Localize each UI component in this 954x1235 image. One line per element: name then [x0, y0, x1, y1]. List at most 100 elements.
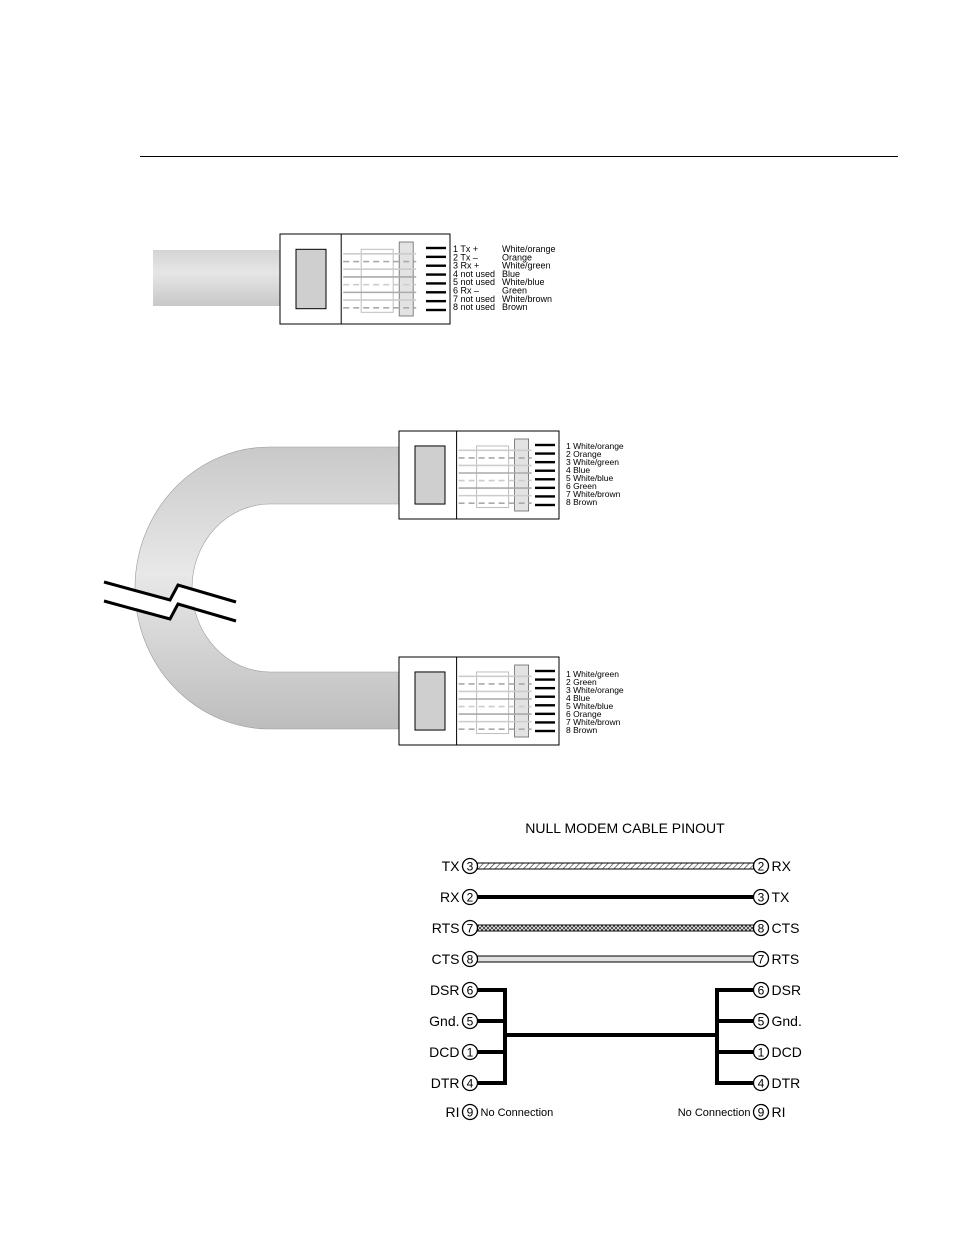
left-ri-pin	[461, 1103, 479, 1121]
right-pin	[752, 1012, 770, 1030]
pin-wire-color: 4 Blue	[566, 693, 590, 703]
contact-pin	[535, 486, 555, 490]
pin-wire-color: 7 White/brown	[566, 717, 621, 727]
rj45-connector-top	[398, 430, 560, 520]
pin-wire-color: 4 Blue	[566, 465, 590, 475]
pin-wire-color: White/orange	[502, 244, 556, 254]
left-pin-number: 6	[467, 984, 474, 998]
contact-pin	[535, 686, 555, 690]
contact-block	[514, 664, 529, 738]
contact-pin	[535, 478, 555, 481]
right-pin-number: 3	[758, 891, 765, 905]
right-signal-label: RX	[772, 858, 792, 874]
pin-signal: 8 not used	[453, 302, 495, 312]
pin-wire-color: Green	[502, 286, 527, 296]
contact-pin	[535, 452, 555, 455]
wire-guide	[476, 445, 510, 509]
pin-wire-color: 5 White/blue	[566, 701, 614, 711]
pin-wire-color: 2 Orange	[566, 449, 602, 459]
right-pin	[752, 950, 770, 968]
pin-signal: 6 Rx –	[453, 286, 479, 296]
wire-hatched	[477, 862, 754, 870]
break-symbol	[103, 580, 237, 623]
contact-block	[514, 438, 529, 512]
left-pin-number: 1	[467, 1046, 474, 1060]
pin-signal: 7 not used	[453, 294, 495, 304]
right-signal-label: CTS	[772, 920, 800, 936]
pin-wire-color: 6 Green	[566, 481, 597, 491]
latch-tab	[414, 445, 446, 505]
wire-guide	[476, 671, 510, 735]
contact-pin	[426, 291, 446, 294]
right-signal-label: DSR	[772, 982, 802, 998]
contact-pin	[535, 704, 555, 707]
left-signal-label: Gnd.	[429, 1013, 459, 1029]
contact-pin	[426, 308, 446, 312]
contact-pin	[535, 729, 555, 733]
left-pin-number: 2	[467, 891, 474, 905]
right-signal-label: DTR	[772, 1075, 801, 1091]
right-signal-label: DCD	[772, 1044, 802, 1060]
left-pin	[461, 1043, 479, 1061]
left-pin-number: 3	[467, 860, 474, 874]
left-pin-number: 5	[467, 1015, 474, 1029]
latch-tab	[295, 248, 327, 310]
right-ri-pin-number: 9	[758, 1106, 765, 1120]
right-pin-number: 5	[758, 1015, 765, 1029]
left-pin-number: 7	[467, 922, 474, 936]
pin-wire-color: 3 White/green	[566, 457, 619, 467]
left-pin	[461, 1074, 479, 1092]
right-pin-number: 1	[758, 1046, 765, 1060]
left-signal-label: RX	[440, 889, 460, 905]
latch-tab	[414, 671, 446, 731]
contact-pin	[426, 273, 446, 276]
left-pin-number: 4	[467, 1077, 474, 1091]
right-pin	[752, 981, 770, 999]
contact-pin	[535, 443, 555, 447]
contact-pin	[535, 669, 555, 673]
pin-wire-color: 7 White/brown	[566, 489, 621, 499]
right-pin	[752, 919, 770, 937]
contact-pin	[535, 712, 555, 716]
contact-pin	[426, 282, 446, 285]
right-ri-label: RI	[772, 1104, 786, 1120]
contact-block	[398, 241, 414, 317]
left-signal-label: DSR	[430, 982, 460, 998]
left-signal-label: DTR	[431, 1075, 460, 1091]
contact-pin	[535, 678, 555, 681]
contact-pin	[426, 246, 446, 250]
right-pin	[752, 857, 770, 875]
left-pin	[461, 919, 479, 937]
left-ri-pin-number: 9	[467, 1106, 474, 1120]
pin-wire-color: 8 Brown	[566, 497, 597, 507]
pin-wire-color: 1 White/orange	[566, 441, 624, 451]
looped-cable	[134, 446, 401, 730]
pin-wire-color: 5 White/blue	[566, 473, 614, 483]
pin-wire-color: 6 Orange	[566, 709, 602, 719]
left-signal-label: TX	[442, 858, 461, 874]
right-pin	[752, 888, 770, 906]
right-pin	[752, 1074, 770, 1092]
left-pin	[461, 950, 479, 968]
right-signal-label: RTS	[772, 951, 800, 967]
left-pin	[461, 1012, 479, 1030]
right-ri-pin	[752, 1103, 770, 1121]
null-modem-title: NULL MODEM CABLE PINOUT	[525, 820, 725, 836]
right-pin-number: 2	[758, 860, 765, 874]
contact-pin	[535, 469, 555, 472]
left-signal-label: DCD	[429, 1044, 459, 1060]
wire-double	[477, 955, 754, 963]
right-pin-number: 7	[758, 953, 765, 967]
pin-wire-color: White/blue	[502, 277, 545, 287]
right-pin-number: 4	[758, 1077, 765, 1091]
pin-wire-color: 1 White/green	[566, 669, 619, 679]
contact-pin	[535, 695, 555, 698]
left-signal-label: RTS	[432, 920, 460, 936]
contact-pin	[535, 460, 555, 464]
